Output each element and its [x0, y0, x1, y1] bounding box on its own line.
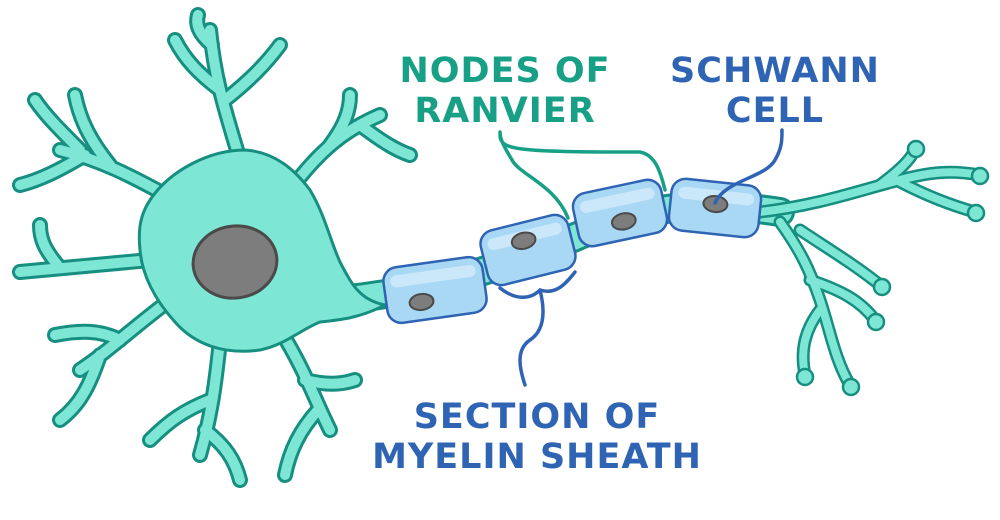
terminal-knob	[841, 377, 861, 397]
terminal-knob	[970, 166, 990, 186]
terminal-knob	[872, 277, 892, 297]
nodes-of-ranvier-leader	[498, 130, 667, 220]
myelin-sheath-label-line2: MYELIN SHEATH	[372, 437, 702, 477]
schwann-nucleus	[610, 212, 637, 231]
terminal-knob	[966, 203, 986, 223]
myelin-sheath-label-line1: SECTION OF	[414, 397, 661, 437]
myelin-sheath	[382, 177, 763, 325]
schwann-cell-label-line1: SCHWANN	[670, 51, 880, 91]
sheath-segment	[571, 178, 669, 248]
nodes-of-ranvier-label-line2: RANVIER	[414, 91, 595, 131]
schwann-cell-leader	[713, 128, 784, 205]
axon-terminals	[753, 139, 990, 397]
schwann-nucleus	[408, 292, 435, 312]
myelin-sheath-leader	[498, 270, 577, 387]
terminal-knob	[866, 312, 886, 332]
terminal-knob	[906, 139, 926, 159]
cell-nucleus	[191, 224, 279, 300]
terminal-knob	[795, 367, 815, 387]
dendrites	[12, 7, 418, 488]
schwann-nucleus	[510, 231, 537, 251]
nodes-of-ranvier-label-line1: NODES OF	[399, 51, 610, 91]
schwann-cell-label-line2: CELL	[726, 91, 824, 131]
